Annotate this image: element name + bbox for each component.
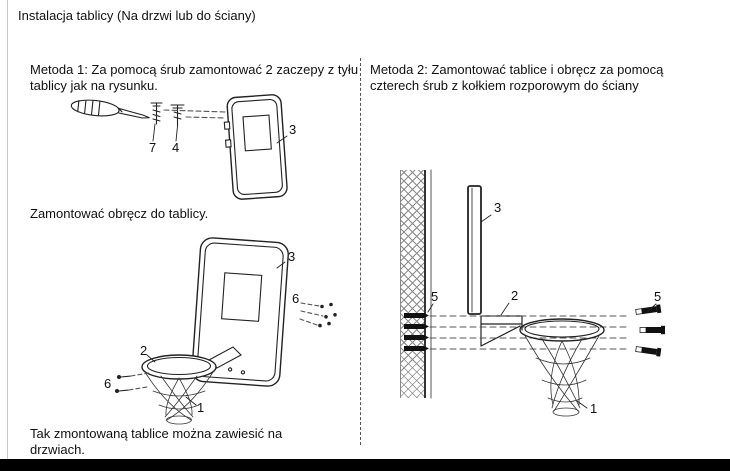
- hang-step-text: Tak zmontowaną tablice można zawiesić na…: [30, 426, 283, 458]
- scan-edge-line: [7, 0, 8, 471]
- fig2-label-6-right: 6: [292, 291, 299, 306]
- fig2-label-6-left: 6: [104, 376, 111, 391]
- fig3-label-5-left: 5: [431, 289, 438, 304]
- backboard-front-view: [191, 237, 289, 387]
- label-5-left-leader: [427, 303, 434, 313]
- page-title: Instalacja tablicy (Na drzwi lub do ścia…: [18, 8, 256, 23]
- label-2-leader: [500, 302, 510, 316]
- net-mesh: [523, 333, 601, 417]
- mount-bracket: [480, 315, 523, 347]
- label-3-leader: [480, 214, 492, 223]
- backboard-rear-view: [223, 94, 288, 200]
- fig1-label-3: 3: [289, 122, 296, 137]
- screws-6-right-dashes: [299, 302, 324, 326]
- rim-hoop: [141, 354, 217, 380]
- screws-6-right-heads: [318, 302, 337, 328]
- figure1-hooks-drawing: 7 4 3: [70, 94, 296, 200]
- figure3-wall-mount-drawing: 3 2 5 5 1: [404, 169, 665, 417]
- expansion-bolt-icon: [639, 325, 665, 335]
- footer-black-bar: [0, 459, 730, 471]
- screw-7-icon: [150, 102, 163, 125]
- fig2-label-2: 2: [140, 343, 147, 358]
- label-7-leader: [152, 123, 156, 142]
- hook-part-4-icon: [170, 104, 185, 127]
- fig1-label-4: 4: [172, 140, 179, 155]
- label-3-leader: [276, 135, 288, 144]
- expansion-bolt-icon: [635, 346, 662, 357]
- wall-anchors-5: [404, 313, 429, 351]
- fig2-label-1: 1: [197, 400, 204, 415]
- label-3-leader: [276, 261, 286, 269]
- column-divider: [360, 58, 361, 445]
- label-1-leader: [185, 396, 197, 406]
- fig2-label-3: 3: [288, 249, 295, 264]
- fig3-label-1: 1: [590, 401, 597, 416]
- label-4-leader: [175, 125, 178, 142]
- method2-heading: Metoda 2: Zamontować tablice i obręcz za…: [370, 62, 664, 94]
- label-5-right-leader: [647, 303, 657, 312]
- method1-heading: Metoda 1: Za pomocą śrub zamontować 2 za…: [30, 62, 359, 94]
- fig3-label-2: 2: [511, 288, 518, 303]
- fig3-label-3: 3: [494, 200, 501, 215]
- label-2-leader: [146, 354, 156, 363]
- rim-step-text: Zamontować obręcz do tablicy.: [30, 206, 209, 221]
- backboard-edge-view: [467, 185, 482, 315]
- figure2-rim-drawing: 3 6 2 6 1: [104, 237, 337, 425]
- screwdriver-icon: [70, 99, 150, 119]
- screws-6-left: [115, 372, 150, 393]
- label-1-leader: [576, 400, 588, 409]
- fig1-label-7: 7: [149, 140, 156, 155]
- fig3-label-5-right: 5: [654, 289, 661, 304]
- wall-hatch: [400, 170, 426, 398]
- assembly-guide-dashes: [163, 109, 226, 119]
